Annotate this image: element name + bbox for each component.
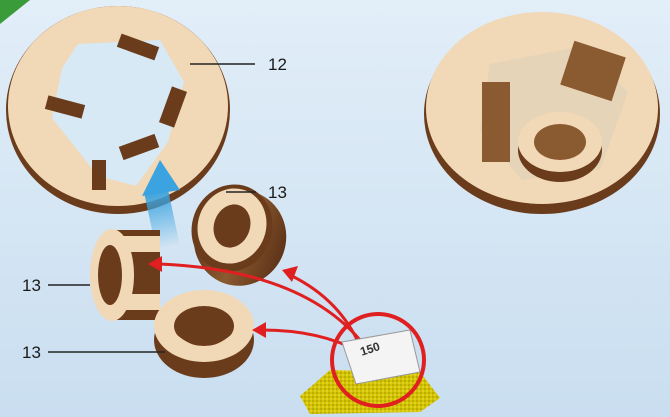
callout-label-12: 12	[268, 56, 287, 73]
callout-label-13-left: 13	[22, 277, 41, 294]
callout-label-13-bottom: 13	[22, 344, 41, 361]
plate-part-12	[6, 6, 230, 214]
ring-part-13-bottom	[154, 290, 254, 378]
assembled-plate	[424, 12, 660, 214]
callout-label-13-top: 13	[268, 184, 287, 201]
ring-part-13-left	[90, 229, 160, 321]
